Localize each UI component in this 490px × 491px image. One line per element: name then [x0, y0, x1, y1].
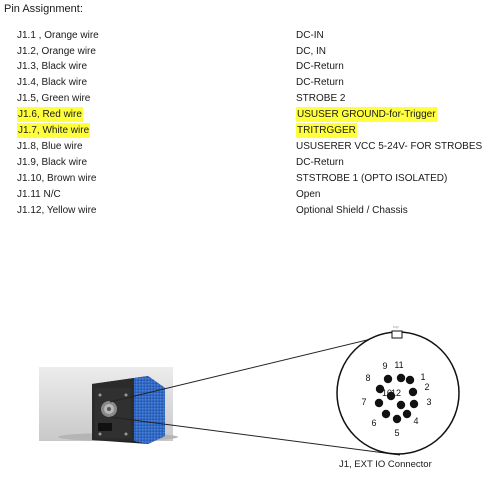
connector-face: top: [336, 324, 460, 455]
connector-caption: J1, EXT IO Connector: [339, 459, 432, 470]
pin-signal: DC-Return: [296, 157, 344, 168]
connector-pin: [402, 409, 412, 419]
connector-pin: [405, 375, 415, 385]
pin-row: J1.12, Yellow wire Optional Shield / Chas…: [0, 203, 490, 218]
pin-row: J1.4, Black wire DC-Return: [0, 75, 490, 90]
connector-pin-label: 11: [394, 360, 403, 370]
connector-pin: [408, 387, 418, 397]
pin-signal: TRITRGGER: [296, 123, 357, 138]
pin-row: J1.1 , Orange wire DC-IN: [0, 28, 490, 43]
zoom-line-bottom: [109, 416, 401, 456]
camera-photo: [39, 367, 178, 444]
connector-pin: [396, 373, 406, 383]
connector-pin: [396, 400, 406, 410]
pin-signal: Open: [296, 189, 321, 200]
pin-wire: J1.11 N/C: [17, 189, 61, 200]
connector-pin: [381, 409, 391, 419]
connector-pin-label: 1: [420, 372, 425, 382]
pin-wire: J1.1 , Orange wire: [17, 30, 99, 41]
pin-wire: J1.4, Black wire: [17, 77, 88, 88]
pin-signal: Optional Shield / Chassis: [296, 205, 408, 216]
connector-pin-label: 2: [424, 382, 429, 392]
pin-row: J1.5, Green wire STROBE 2: [0, 91, 490, 106]
pin-wire: J1.6, Red wire: [17, 107, 83, 122]
camera-body: [92, 376, 165, 444]
pin-wire: J1.3, Black wire: [17, 61, 88, 72]
pin-signal: DC-IN: [296, 30, 324, 41]
pin-signal: DC-Return: [296, 77, 344, 88]
pin-row: J1.3, Black wire DC-Return: [0, 59, 490, 74]
pin-signal: USUSERER VCC 5-24V- FOR STROBES: [296, 141, 483, 152]
pin-wire: J1.7, White wire: [17, 123, 91, 138]
connector-pin-label: 7: [361, 397, 366, 407]
usb-port: [98, 423, 112, 431]
pin-signal: USUSER GROUND-for-Trigger: [296, 107, 437, 122]
connector-pin: [374, 398, 384, 408]
pin-wire: J1.5, Green wire: [17, 93, 91, 104]
pin-wire: J1.10, Brown wire: [17, 173, 97, 184]
connector-pin-label: 5: [394, 428, 399, 438]
connector-pin: [392, 414, 402, 424]
connector-pin: [386, 391, 396, 401]
camera-blue-panel: [134, 376, 165, 444]
pin-wire: J1.9, Black wire: [17, 157, 88, 168]
connector-pin-label: 3: [426, 397, 431, 407]
pin-signal: DC, IN: [296, 46, 326, 57]
connector-pin: [375, 384, 385, 394]
connector-pin-label: 4: [413, 416, 418, 426]
pin-signal: DC-Return: [296, 61, 344, 72]
connector-pin-label: 12: [391, 388, 401, 398]
connector-pin: [409, 399, 419, 409]
pin-wire: J1.8, Blue wire: [17, 141, 83, 152]
connector-key: [391, 330, 403, 339]
pin-signal: STROBE 2: [296, 93, 346, 104]
connector-pin-label: 10: [382, 388, 392, 398]
connector-pin-label: 6: [371, 418, 376, 428]
pin-row: J1.7, White wire TRITRGGER: [0, 123, 490, 138]
pin-row: J1.11 N/C Open: [0, 187, 490, 202]
pin-row: J1.8, Blue wire USUSERER VCC 5-24V- FOR S…: [0, 139, 490, 154]
pin-wire: J1.2, Orange wire: [17, 46, 96, 57]
zoom-line-top: [109, 331, 401, 403]
connector-key-label: top: [393, 324, 399, 329]
pin-row: J1.10, Brown wire STSTROBE 1 (OPTO ISOLAT…: [0, 171, 490, 186]
pin-wire: J1.12, Yellow wire: [17, 205, 97, 216]
connector-pin-label: 8: [365, 373, 370, 383]
pin-row: J1.2, Orange wire DC, IN: [0, 44, 490, 59]
pin-row: J1.6, Red wire USUSER GROUND-for-Trigger: [0, 107, 490, 122]
connector-pin: [383, 374, 393, 384]
pin-row: J1.9, Black wire DC-Return: [0, 155, 490, 170]
connector-pin-label: 9: [382, 361, 387, 371]
pin-signal: STSTROBE 1 (OPTO ISOLATED): [296, 173, 448, 184]
page-title: Pin Assignment:: [4, 3, 83, 15]
